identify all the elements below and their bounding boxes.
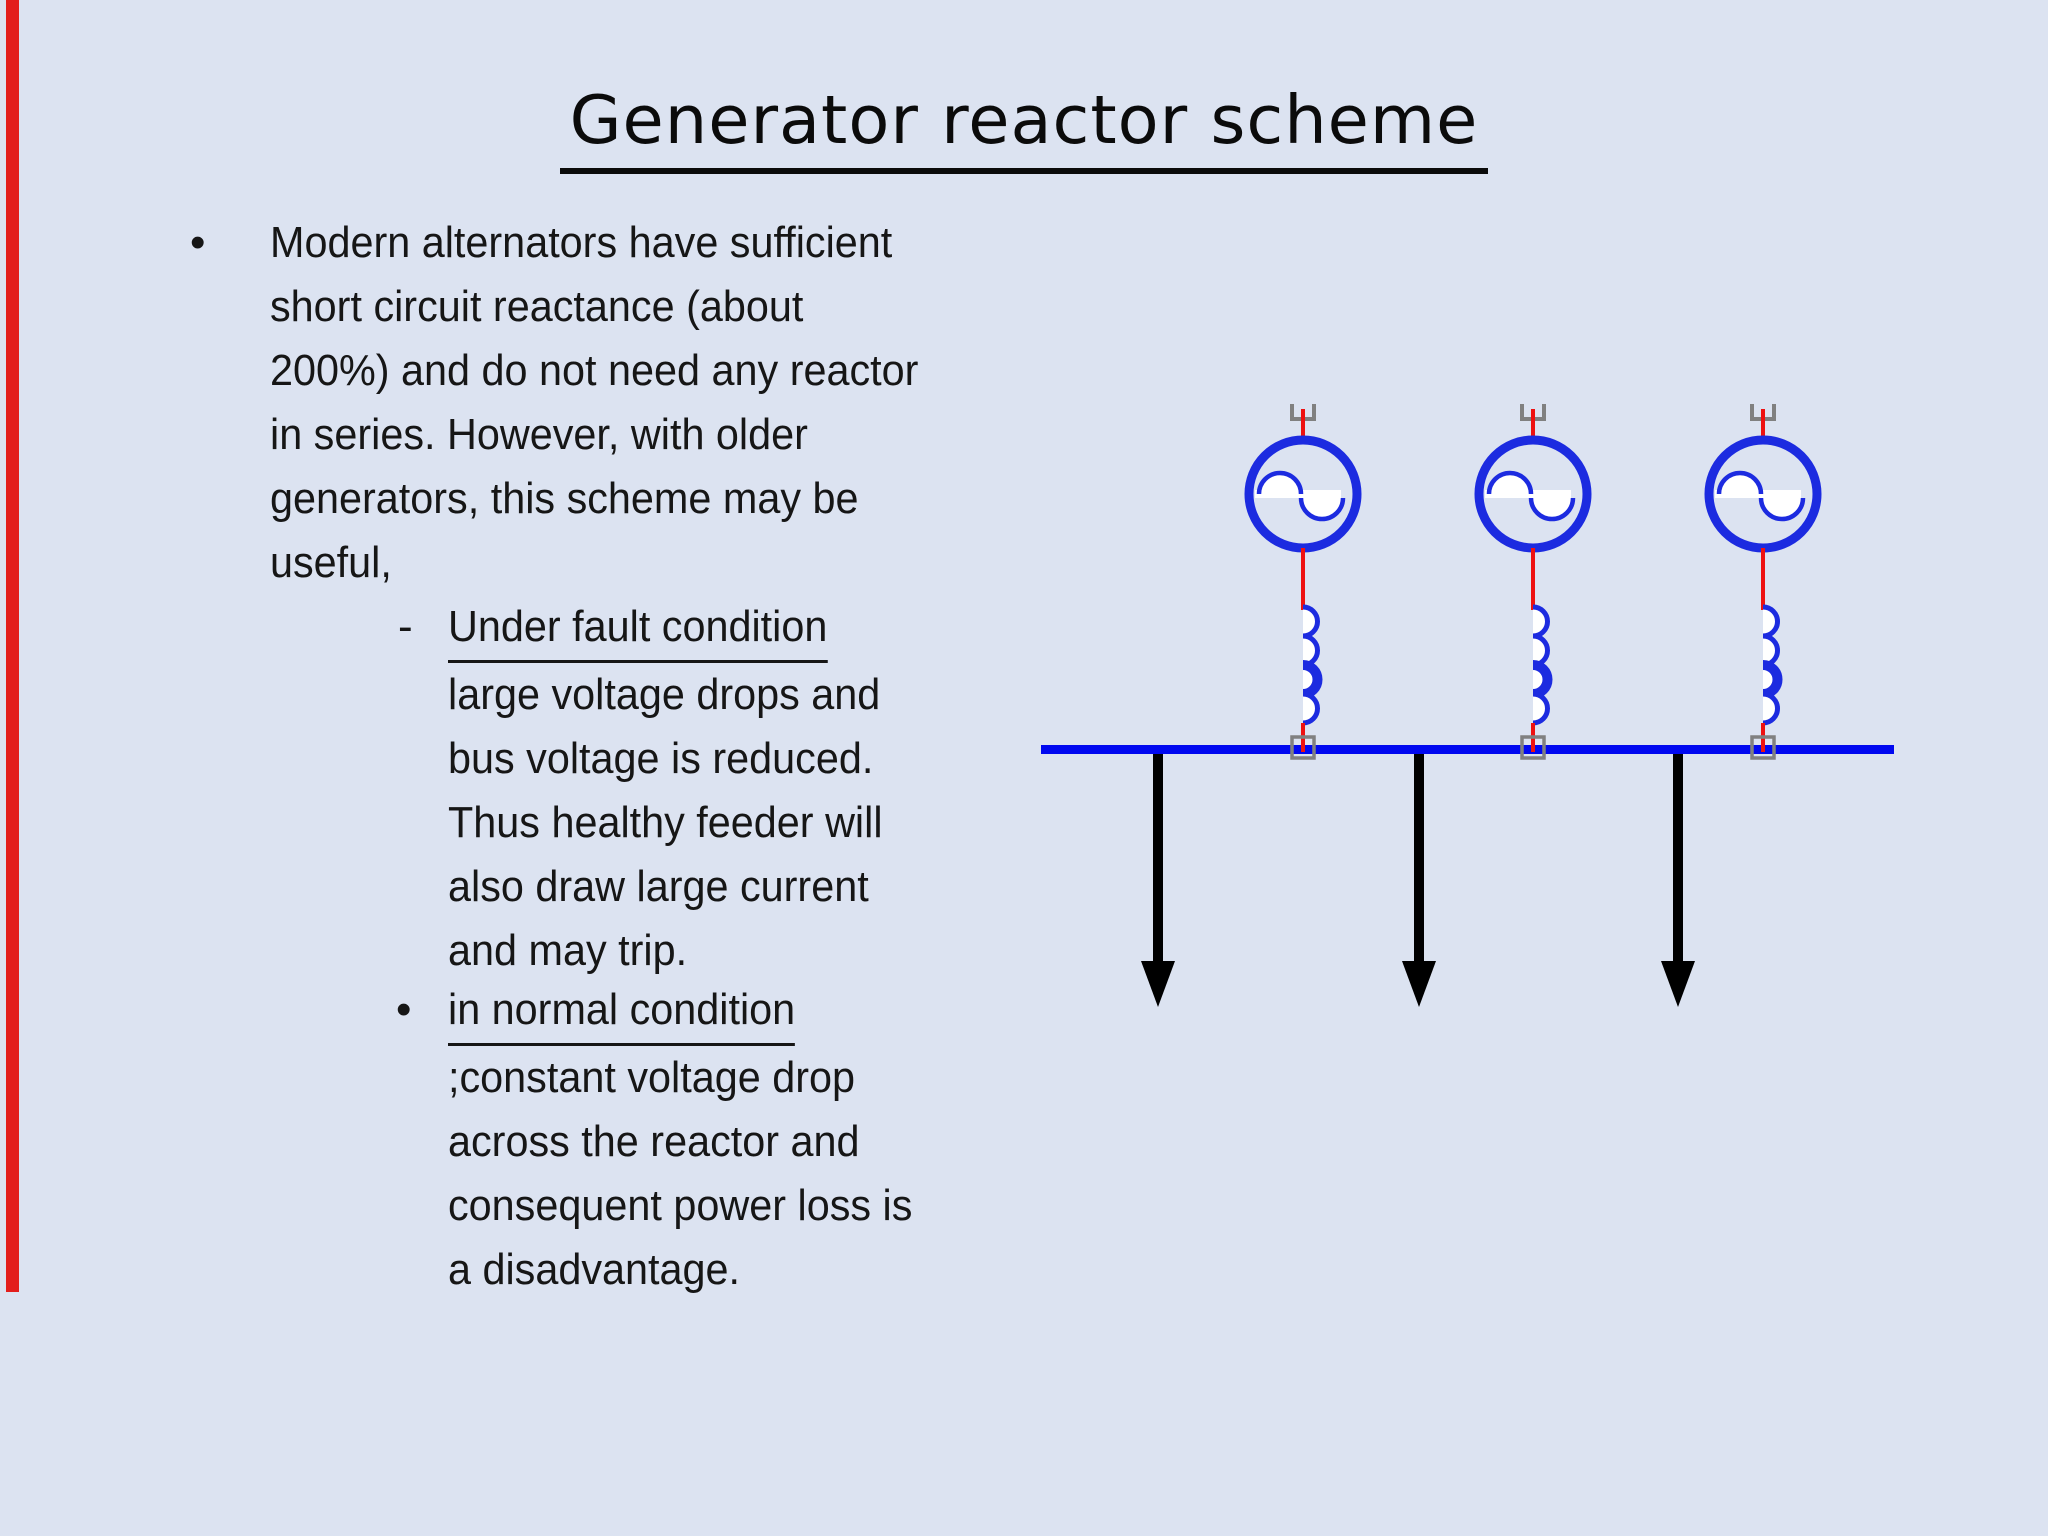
generator-unit: [1474, 404, 1592, 760]
reactor-coil: [1532, 660, 1553, 699]
generator-unit: [1244, 404, 1362, 760]
sub-bullet-1-body: large voltage drops and bus voltage is r…: [448, 670, 883, 975]
reactor-coil: [1302, 604, 1320, 639]
reactor-coil: [1532, 604, 1550, 639]
feeder-arrow: [1402, 754, 1436, 1007]
sine-wave-icon: [1758, 497, 1806, 522]
bus-junction: [1750, 735, 1776, 760]
reactor-coil: [1302, 691, 1320, 726]
reactor-coil: [1762, 691, 1780, 726]
feeder-arrow: [1141, 754, 1175, 1007]
bus-junction: [1520, 735, 1546, 760]
page-title-text: Generator reactor scheme: [559, 83, 1489, 174]
reactor-coil: [1762, 604, 1780, 639]
arrow-head-icon: [1141, 961, 1175, 1007]
bullet-text: Modern alternators have sufficient short…: [270, 218, 919, 587]
arrow-head-icon: [1661, 961, 1695, 1007]
page-title: Generator reactor scheme: [0, 83, 2048, 174]
sub-bullet-2-title: in normal condition: [448, 978, 796, 1046]
sub-bullet-1-title: Under fault condition: [448, 595, 828, 663]
arrow-head-icon: [1402, 961, 1436, 1007]
generator-unit: [1704, 404, 1822, 760]
sub-bullet-2-body: ;constant voltage drop across the reacto…: [448, 1053, 913, 1294]
sub-bullet-2: in normal condition ;constant voltage dr…: [448, 978, 1050, 1302]
sine-wave-icon: [1298, 497, 1346, 522]
sub-bullet-marker: •: [396, 985, 412, 1034]
reactor-coil: [1302, 660, 1323, 699]
sine-wave-icon: [1486, 470, 1534, 495]
reactor-coil: [1762, 660, 1783, 699]
sub-bullet-1: Under fault condition large voltage drop…: [448, 595, 1050, 983]
bullet-marker: •: [190, 218, 206, 267]
sub-bullet-marker: -: [398, 602, 413, 651]
left-edge-red-stripe: [6, 0, 19, 1292]
sine-wave-icon: [1256, 470, 1304, 495]
feeder-arrow: [1661, 754, 1695, 1007]
bus-junction: [1290, 735, 1316, 760]
sine-wave-icon: [1528, 497, 1576, 522]
sine-wave-icon: [1716, 470, 1764, 495]
reactor-coil: [1532, 691, 1550, 726]
